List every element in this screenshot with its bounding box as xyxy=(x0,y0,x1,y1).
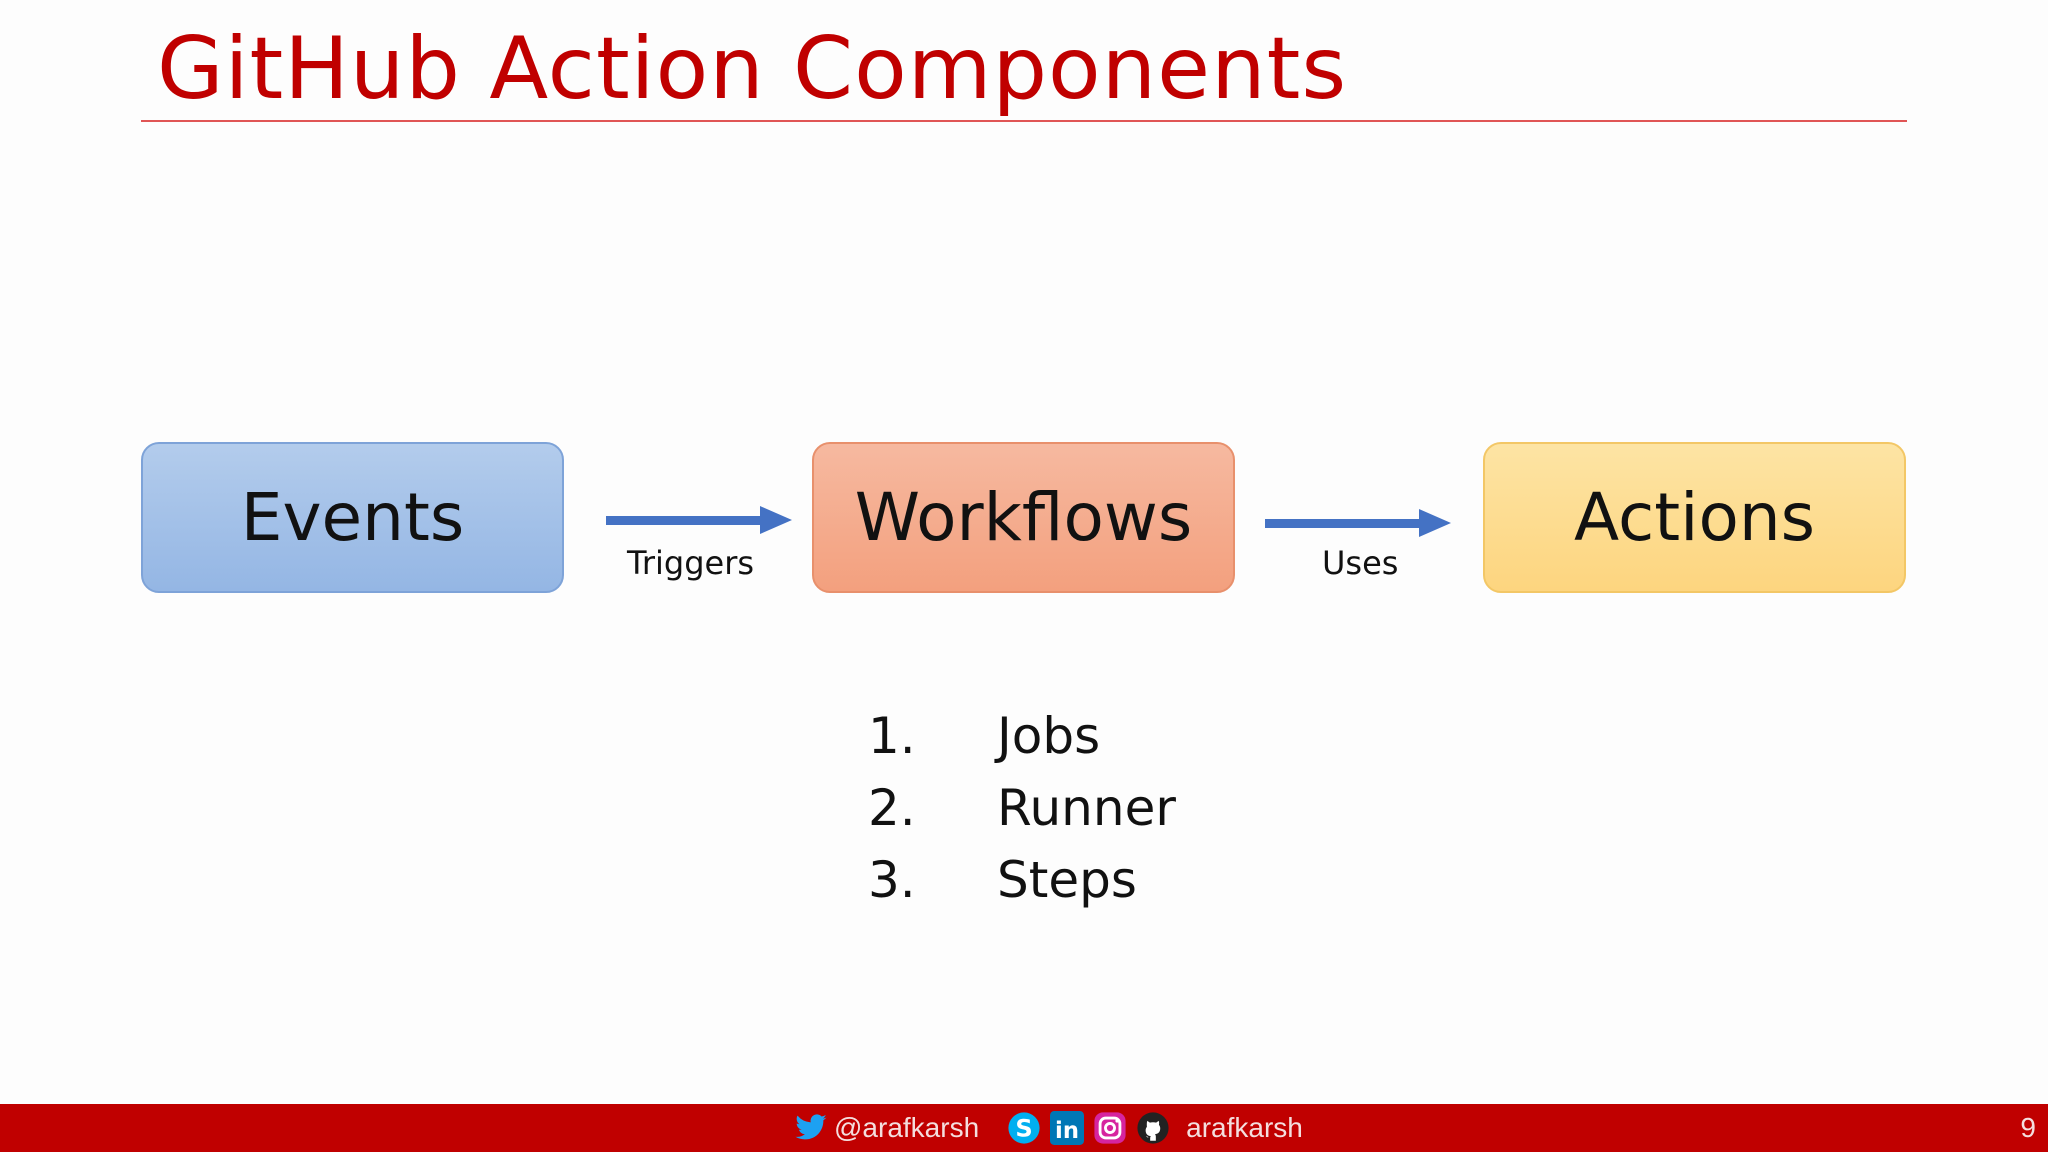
workflow-parts-list: 1. Jobs 2. Runner 3. Steps xyxy=(868,700,1176,916)
footer-social: @arafkarsh S in arafkarsh xyxy=(794,1104,1303,1152)
handle-text[interactable]: arafkarsh xyxy=(1186,1112,1303,1143)
svg-text:in: in xyxy=(1055,1118,1079,1144)
list-number: 3. xyxy=(868,851,916,909)
events-label: Events xyxy=(240,479,465,556)
slide-title: GitHub Action Components xyxy=(157,19,1348,119)
list-label: Runner xyxy=(997,779,1176,837)
uses-arrow xyxy=(1265,509,1451,537)
title-divider xyxy=(141,120,1907,122)
list-item: 1. Jobs xyxy=(868,700,1176,772)
svg-text:S: S xyxy=(1015,1115,1032,1143)
uses-label: Uses xyxy=(1322,544,1399,582)
actions-box: Actions xyxy=(1483,442,1906,593)
linkedin-icon[interactable]: in xyxy=(1050,1111,1085,1145)
twitter-icon[interactable] xyxy=(794,1111,828,1145)
instagram-icon[interactable] xyxy=(1093,1111,1127,1145)
twitter-handle[interactable]: @arafkarsh xyxy=(834,1112,980,1143)
events-box: Events xyxy=(141,442,564,593)
list-label: Jobs xyxy=(997,707,1101,765)
triggers-label: Triggers xyxy=(627,544,755,582)
footer-bar: @arafkarsh S in arafkarsh 9 xyxy=(0,1104,2048,1152)
workflows-label: Workflows xyxy=(854,479,1193,556)
actions-label: Actions xyxy=(1573,479,1816,556)
triggers-arrow xyxy=(606,506,792,534)
list-label: Steps xyxy=(997,851,1137,909)
list-item: 3. Steps xyxy=(868,844,1176,916)
workflows-box: Workflows xyxy=(812,442,1235,593)
list-number: 1. xyxy=(868,707,916,765)
skype-icon[interactable]: S xyxy=(1007,1111,1041,1145)
github-icon[interactable] xyxy=(1136,1111,1170,1145)
list-number: 2. xyxy=(868,779,916,837)
list-item: 2. Runner xyxy=(868,772,1176,844)
page-number: 9 xyxy=(2020,1112,2036,1143)
